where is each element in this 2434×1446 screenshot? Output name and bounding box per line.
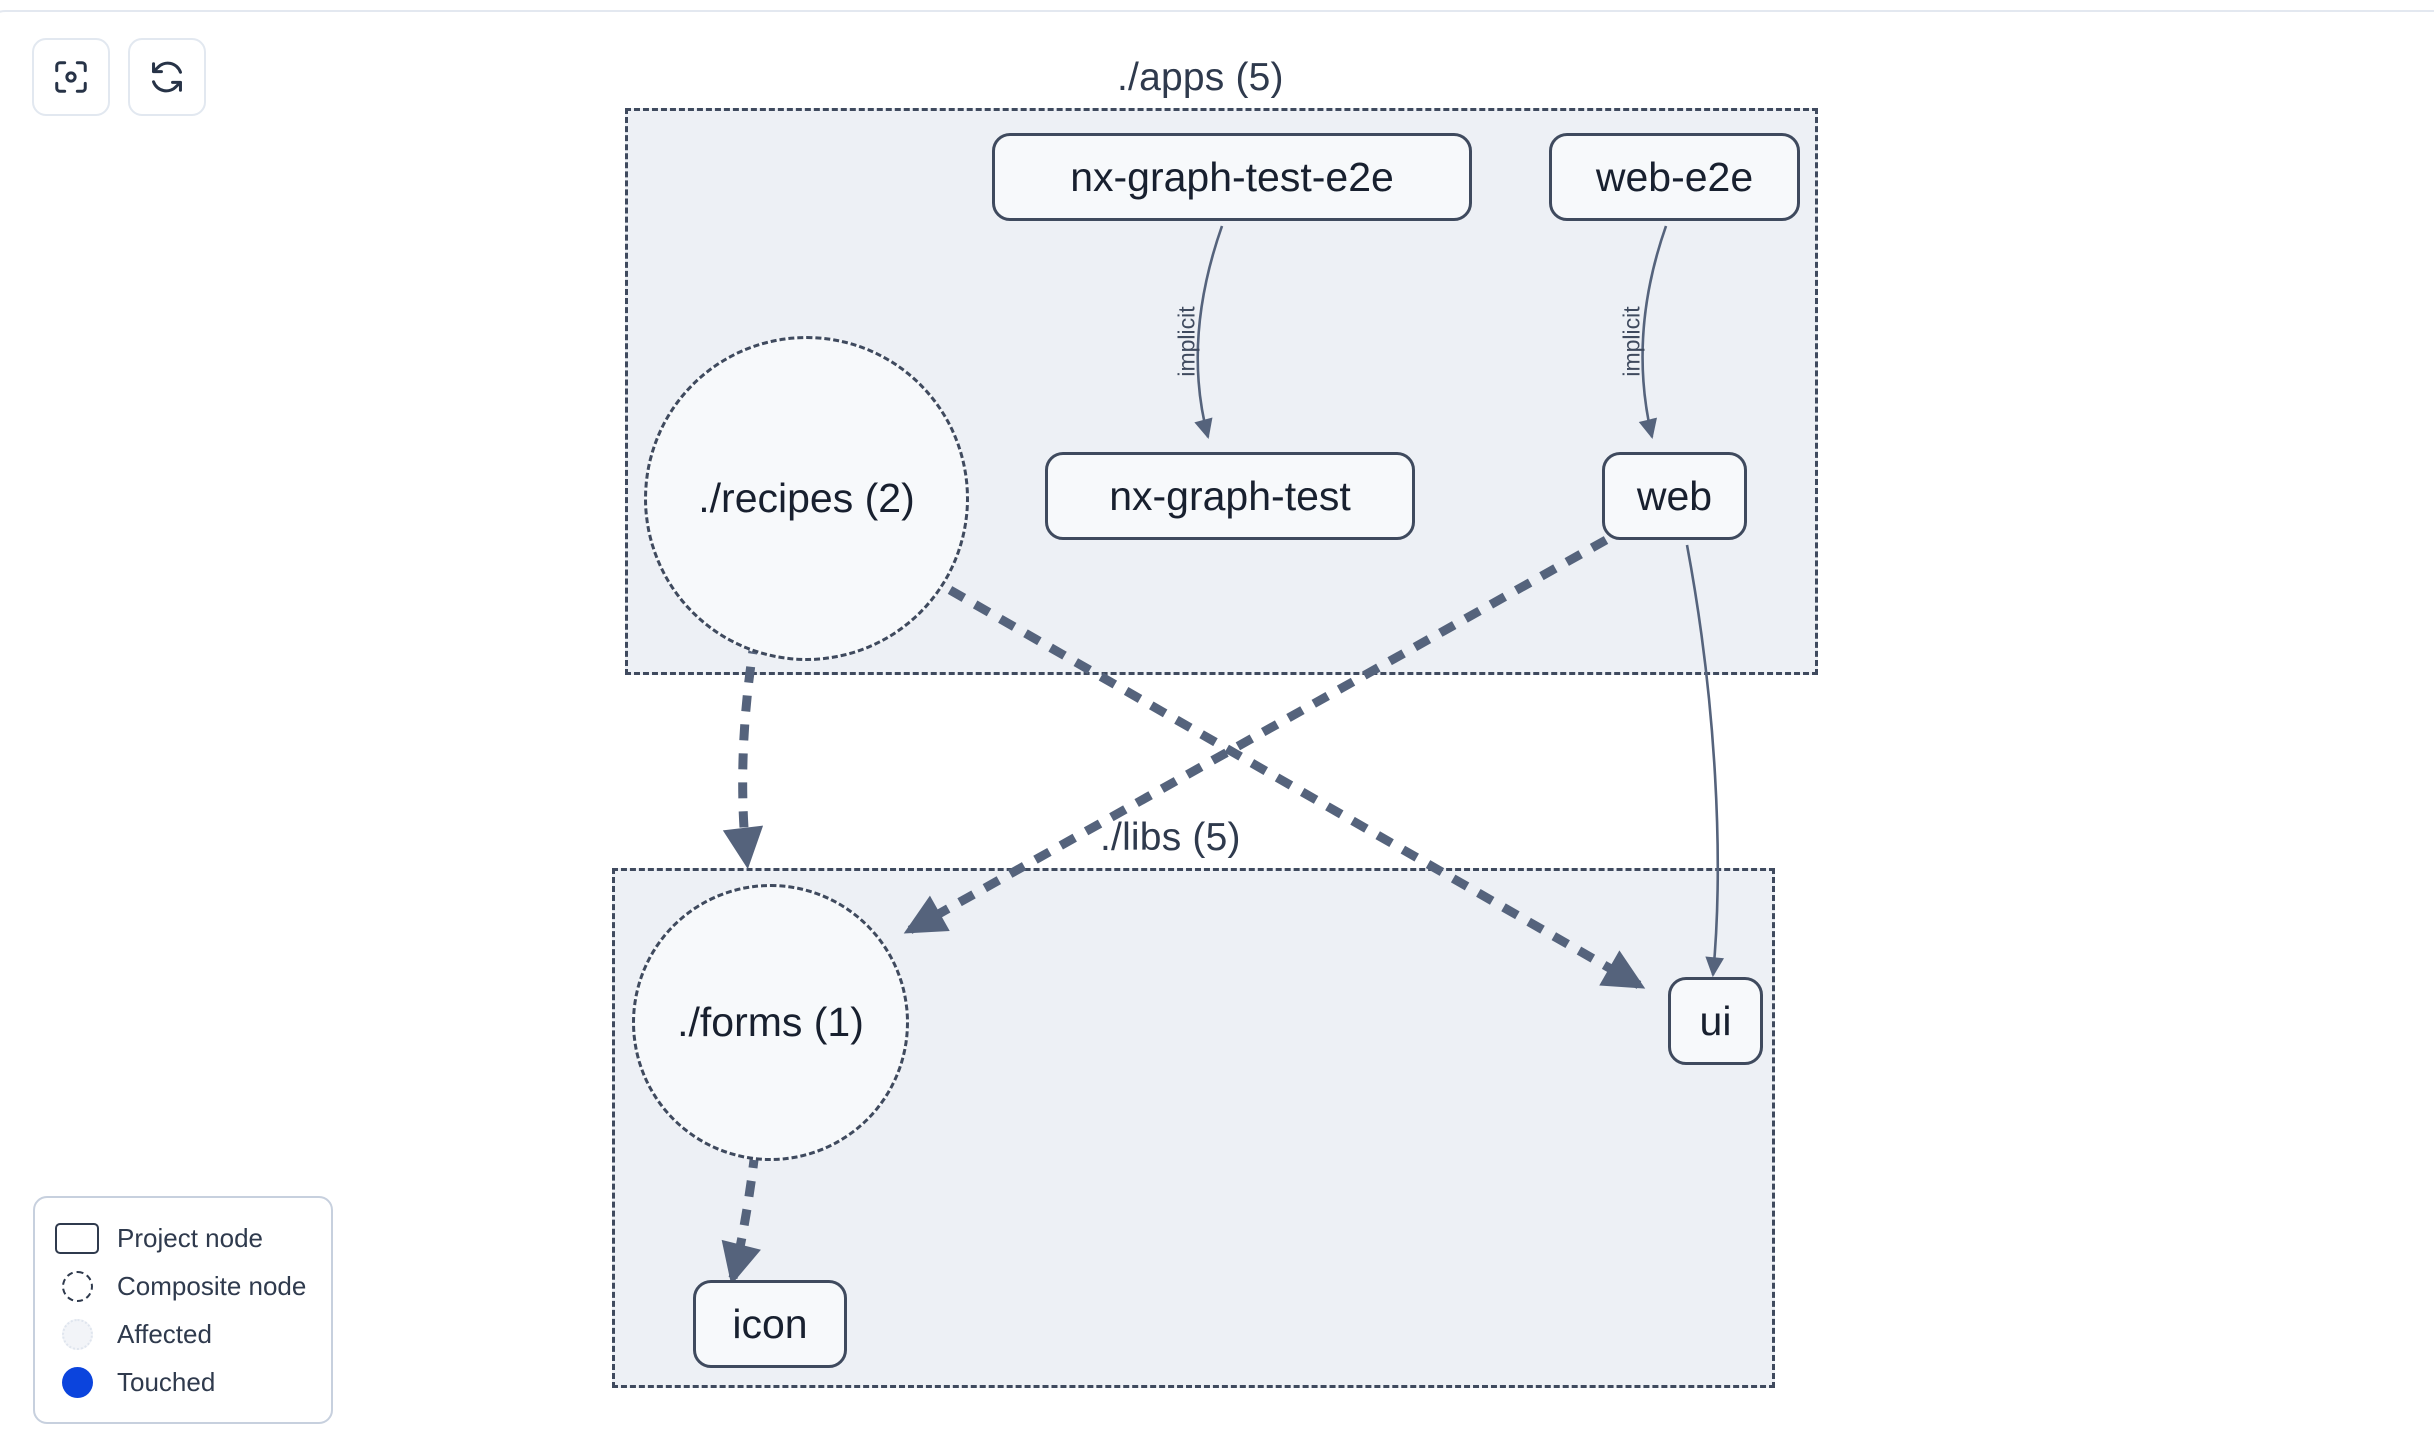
node-nx-graph-test[interactable]: nx-graph-test bbox=[1045, 452, 1415, 540]
node-web[interactable]: web bbox=[1602, 452, 1747, 540]
composite-node-swatch bbox=[55, 1269, 99, 1303]
legend-item-touched: Touched bbox=[55, 1358, 313, 1406]
node-icon[interactable]: icon bbox=[693, 1280, 847, 1368]
refresh-graph-button[interactable] bbox=[128, 38, 206, 116]
node-label: nx-graph-test bbox=[1109, 472, 1351, 519]
node-forms[interactable]: ./forms (1) bbox=[632, 884, 909, 1161]
project-node-swatch bbox=[55, 1221, 99, 1255]
affected-swatch bbox=[55, 1317, 99, 1351]
graph-legend: Project node Composite node Affected Tou… bbox=[33, 1196, 333, 1424]
node-label: ui bbox=[1699, 997, 1732, 1044]
legend-item-project-node: Project node bbox=[55, 1214, 313, 1262]
edge-label-implicit-web: implicit bbox=[1618, 306, 1645, 377]
legend-item-composite-node: Composite node bbox=[55, 1262, 313, 1310]
legend-label: Affected bbox=[117, 1319, 212, 1349]
group-label-libs: ./libs (5) bbox=[1100, 816, 1241, 859]
edge-label-implicit-nx-graph-test: implicit bbox=[1173, 306, 1200, 377]
touched-swatch bbox=[55, 1365, 99, 1399]
node-label: web bbox=[1636, 472, 1713, 519]
legend-label: Composite node bbox=[117, 1271, 307, 1301]
refresh-icon bbox=[148, 58, 186, 96]
node-recipes[interactable]: ./recipes (2) bbox=[644, 336, 969, 661]
legend-label: Project node bbox=[117, 1223, 263, 1253]
legend-item-affected: Affected bbox=[55, 1310, 313, 1358]
node-label: icon bbox=[732, 1300, 808, 1347]
node-ui[interactable]: ui bbox=[1668, 977, 1763, 1065]
node-web-e2e[interactable]: web-e2e bbox=[1549, 133, 1800, 221]
node-label: ./forms (1) bbox=[677, 999, 864, 1045]
legend-label: Touched bbox=[117, 1367, 216, 1397]
group-label-apps: ./apps (5) bbox=[1117, 56, 1284, 99]
node-label: web-e2e bbox=[1595, 153, 1754, 200]
node-label: nx-graph-test-e2e bbox=[1070, 153, 1394, 200]
graph-toolbar bbox=[32, 38, 206, 116]
node-nx-graph-test-e2e[interactable]: nx-graph-test-e2e bbox=[992, 133, 1472, 221]
node-label: ./recipes (2) bbox=[698, 475, 915, 521]
focus-target-icon bbox=[52, 58, 90, 96]
focus-graph-button[interactable] bbox=[32, 38, 110, 116]
